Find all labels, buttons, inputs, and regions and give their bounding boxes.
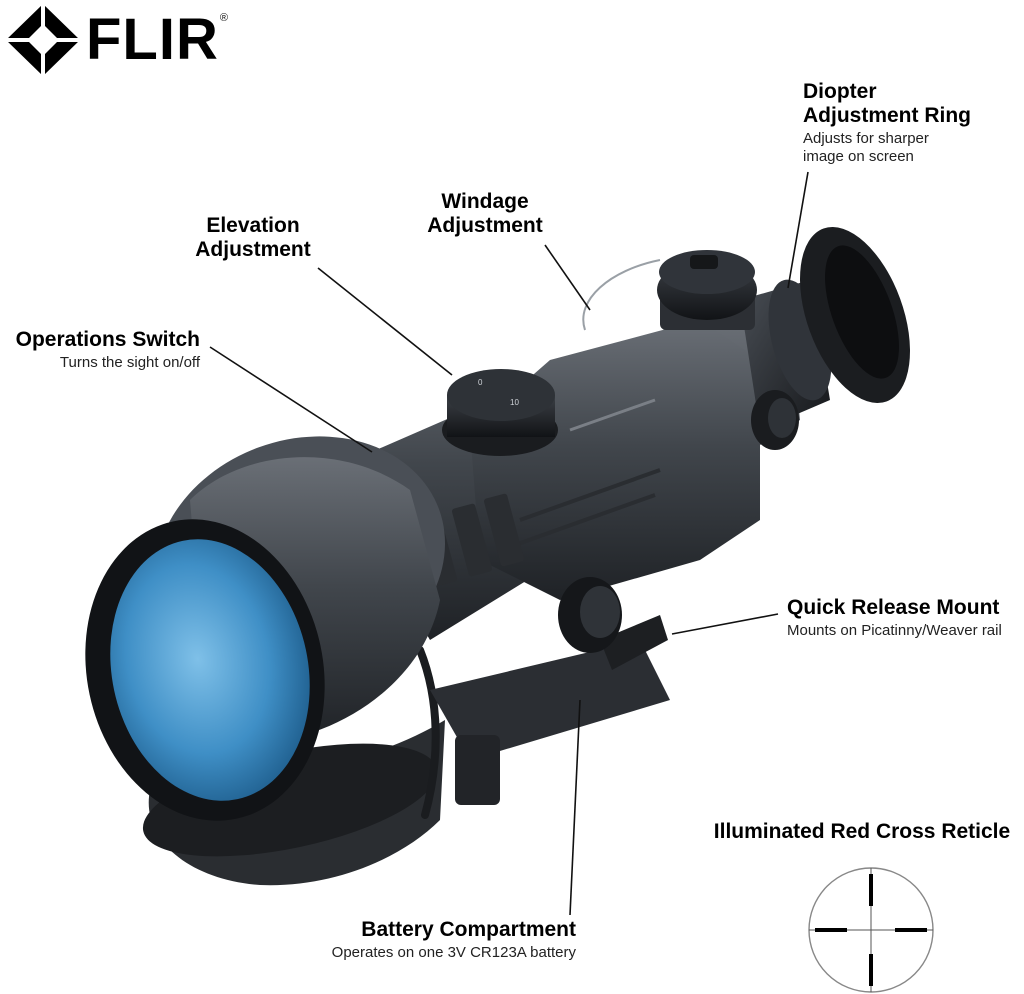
windage-cap-clip bbox=[690, 255, 718, 269]
mount-foot bbox=[455, 735, 500, 805]
eyecup-inner bbox=[825, 245, 899, 379]
leader-line-battery bbox=[569, 699, 581, 916]
callout-diopter-desc-1: Adjusts for sharper bbox=[803, 130, 929, 148]
callout-diopter-title-1: Diopter bbox=[803, 80, 877, 103]
leader-line-diopter bbox=[787, 171, 809, 289]
flir-logo: FLIR ® bbox=[4, 2, 228, 78]
quick-release-lever bbox=[600, 615, 668, 670]
callout-elevation-title-2: Adjustment bbox=[195, 238, 311, 262]
rail-clamp bbox=[452, 503, 492, 577]
body-groove bbox=[569, 398, 656, 432]
side-knob-top bbox=[768, 398, 796, 438]
body-groove bbox=[514, 493, 656, 547]
callout-reticle: Illuminated Red Cross Reticle bbox=[700, 820, 1024, 844]
callout-quick-release-title: Quick Release Mount bbox=[787, 596, 1000, 619]
mount-base bbox=[430, 640, 670, 760]
callout-quick-release: Quick Release Mount Mounts on Picatinny/… bbox=[787, 596, 1022, 639]
elevation-knob bbox=[447, 369, 555, 421]
flir-diamond-icon bbox=[6, 4, 80, 76]
body-groove bbox=[519, 468, 661, 522]
windage-knob-top bbox=[659, 250, 755, 294]
leader-line-elevation bbox=[317, 267, 453, 376]
callout-battery: Battery Compartment Operates on one 3V C… bbox=[300, 918, 576, 961]
callout-operations-desc: Turns the sight on/off bbox=[59, 354, 200, 372]
leader-line-quick-release bbox=[671, 613, 779, 635]
tether-wire bbox=[582, 259, 661, 331]
registered-mark: ® bbox=[219, 12, 228, 24]
leader-line-windage bbox=[544, 244, 591, 311]
flir-logo-text: FLIR bbox=[86, 7, 219, 72]
elevation-mark-end: 10 bbox=[510, 398, 519, 407]
callout-windage: Windage Adjustment bbox=[400, 190, 570, 238]
leader-line-operations bbox=[209, 346, 373, 453]
callout-windage-title-1: Windage bbox=[441, 190, 529, 213]
callout-windage-title-2: Adjustment bbox=[427, 214, 543, 238]
callout-battery-desc: Operates on one 3V CR123A battery bbox=[331, 944, 576, 962]
lens-cap-strap bbox=[416, 646, 440, 819]
callout-quick-release-desc: Mounts on Picatinny/Weaver rail bbox=[787, 622, 1002, 640]
callout-battery-title: Battery Compartment bbox=[361, 918, 576, 941]
elevation-mark-start: 0 bbox=[478, 378, 483, 387]
callout-operations-switch: Operations Switch Turns the sight on/off bbox=[0, 328, 200, 371]
objective-lens bbox=[110, 539, 310, 801]
callout-diopter: Diopter Adjustment Ring Adjusts for shar… bbox=[803, 80, 1018, 165]
rail-clamp bbox=[484, 493, 524, 567]
battery-cap-knob-face bbox=[580, 586, 620, 638]
callout-elevation-title-1: Elevation bbox=[206, 214, 300, 237]
callout-reticle-title: Illuminated Red Cross Reticle bbox=[713, 820, 1011, 843]
callout-elevation: Elevation Adjustment bbox=[173, 214, 333, 262]
callout-diopter-desc-2: image on screen bbox=[803, 147, 914, 165]
callout-diopter-title-2: Adjustment Ring bbox=[803, 104, 971, 128]
callout-operations-title: Operations Switch bbox=[15, 328, 200, 351]
